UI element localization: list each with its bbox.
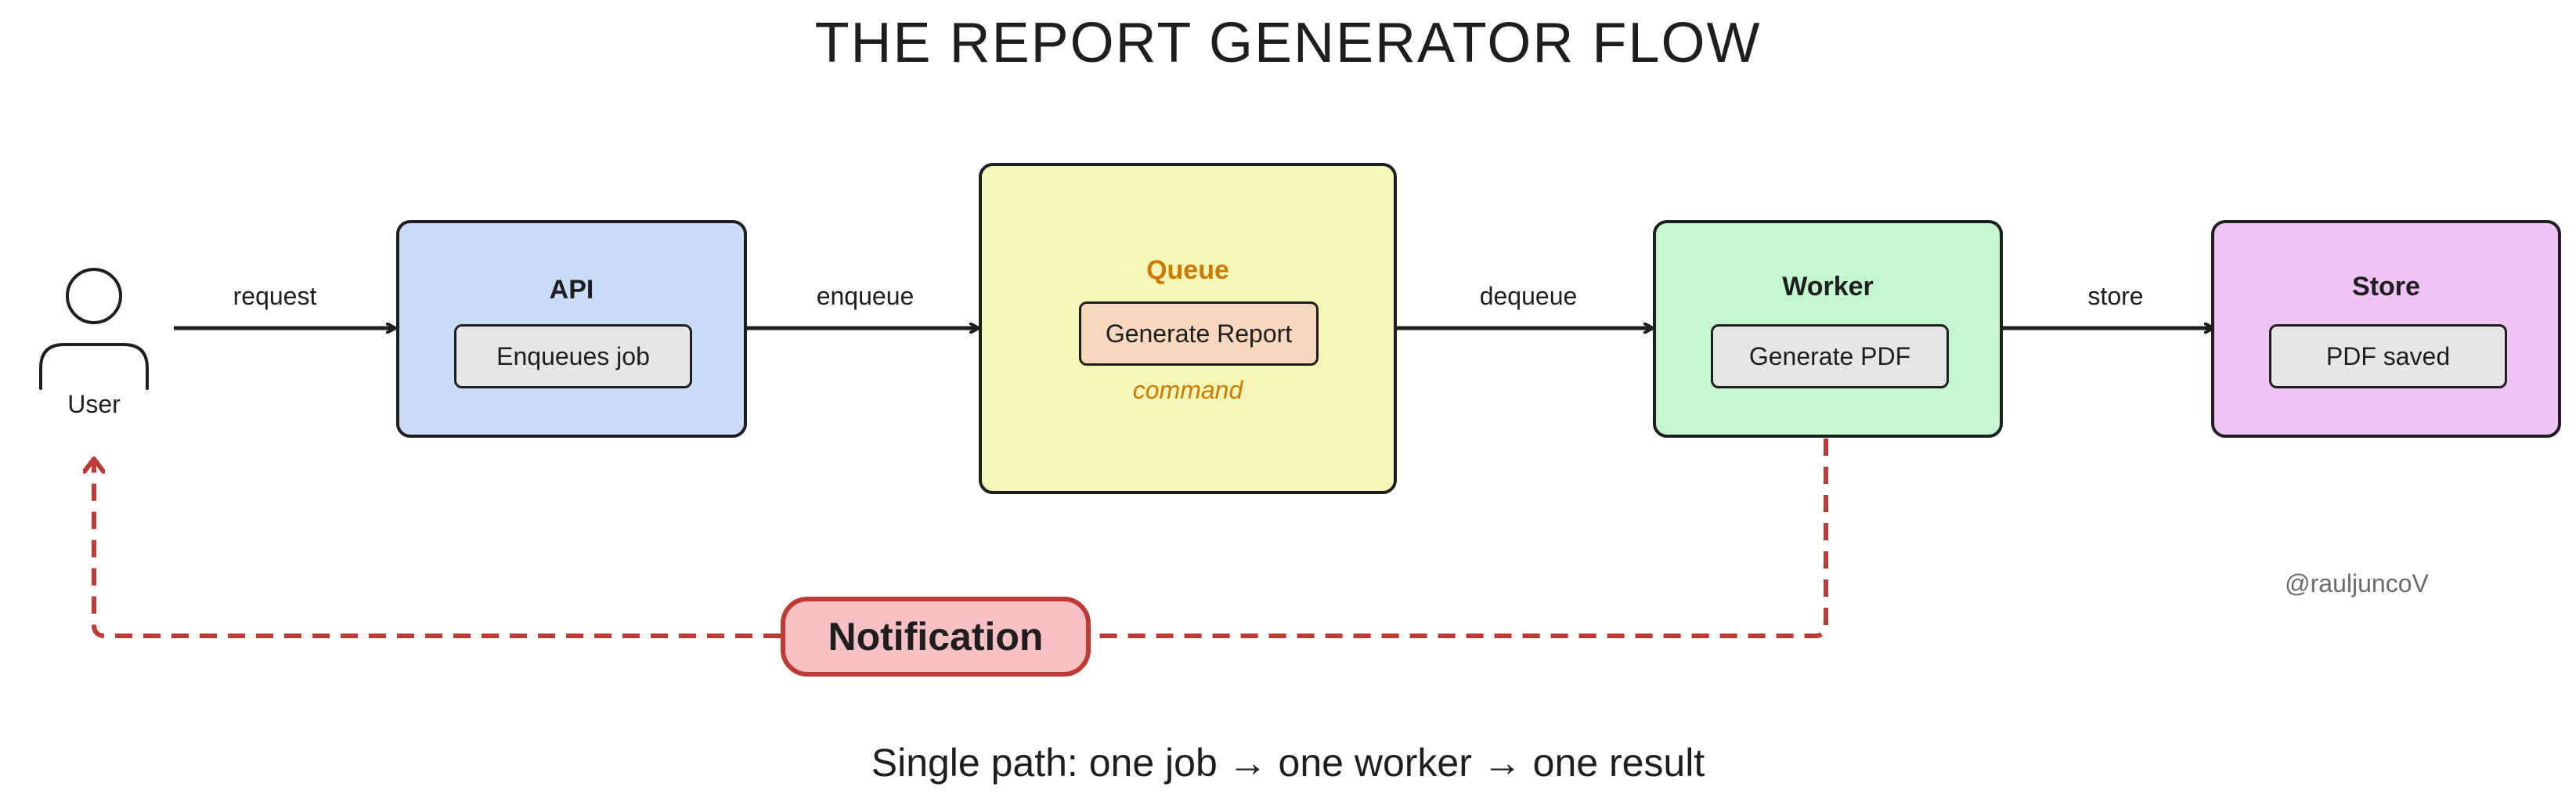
store-box: Store PDF saved bbox=[2211, 220, 2561, 438]
notification-path-user bbox=[94, 460, 781, 638]
queue-box: Queue Generate Report command bbox=[979, 163, 1397, 494]
api-box: API Enqueues job bbox=[396, 220, 747, 438]
edge-label-request: request bbox=[233, 282, 317, 310]
edge-label-dequeue: dequeue bbox=[1479, 282, 1578, 310]
user-icon bbox=[39, 268, 149, 390]
diagram-title: THE REPORT GENERATOR FLOW bbox=[814, 12, 1762, 74]
edge-label-store: store bbox=[2087, 282, 2144, 310]
store-title: Store bbox=[2352, 272, 2420, 301]
notification-path-worker bbox=[1091, 439, 1828, 638]
queue-inner-box: Generate Report bbox=[1079, 301, 1319, 366]
queue-caption: command bbox=[1132, 376, 1243, 404]
queue-title: Queue bbox=[1146, 255, 1229, 285]
notification-badge: Notification bbox=[781, 597, 1091, 677]
api-inner-box: Enqueues job bbox=[454, 324, 692, 388]
worker-title: Worker bbox=[1782, 272, 1874, 301]
user-label: User bbox=[67, 390, 121, 418]
footer-caption: Single path: one job → one worker → one … bbox=[871, 741, 1705, 785]
worker-box: Worker Generate PDF bbox=[1653, 220, 2003, 438]
api-title: API bbox=[549, 275, 594, 305]
worker-inner-box: Generate PDF bbox=[1711, 324, 1949, 388]
edge-label-enqueue: enqueue bbox=[816, 282, 915, 310]
store-inner-box: PDF saved bbox=[2269, 324, 2507, 388]
author-handle: @rauljuncoV bbox=[2285, 569, 2429, 597]
